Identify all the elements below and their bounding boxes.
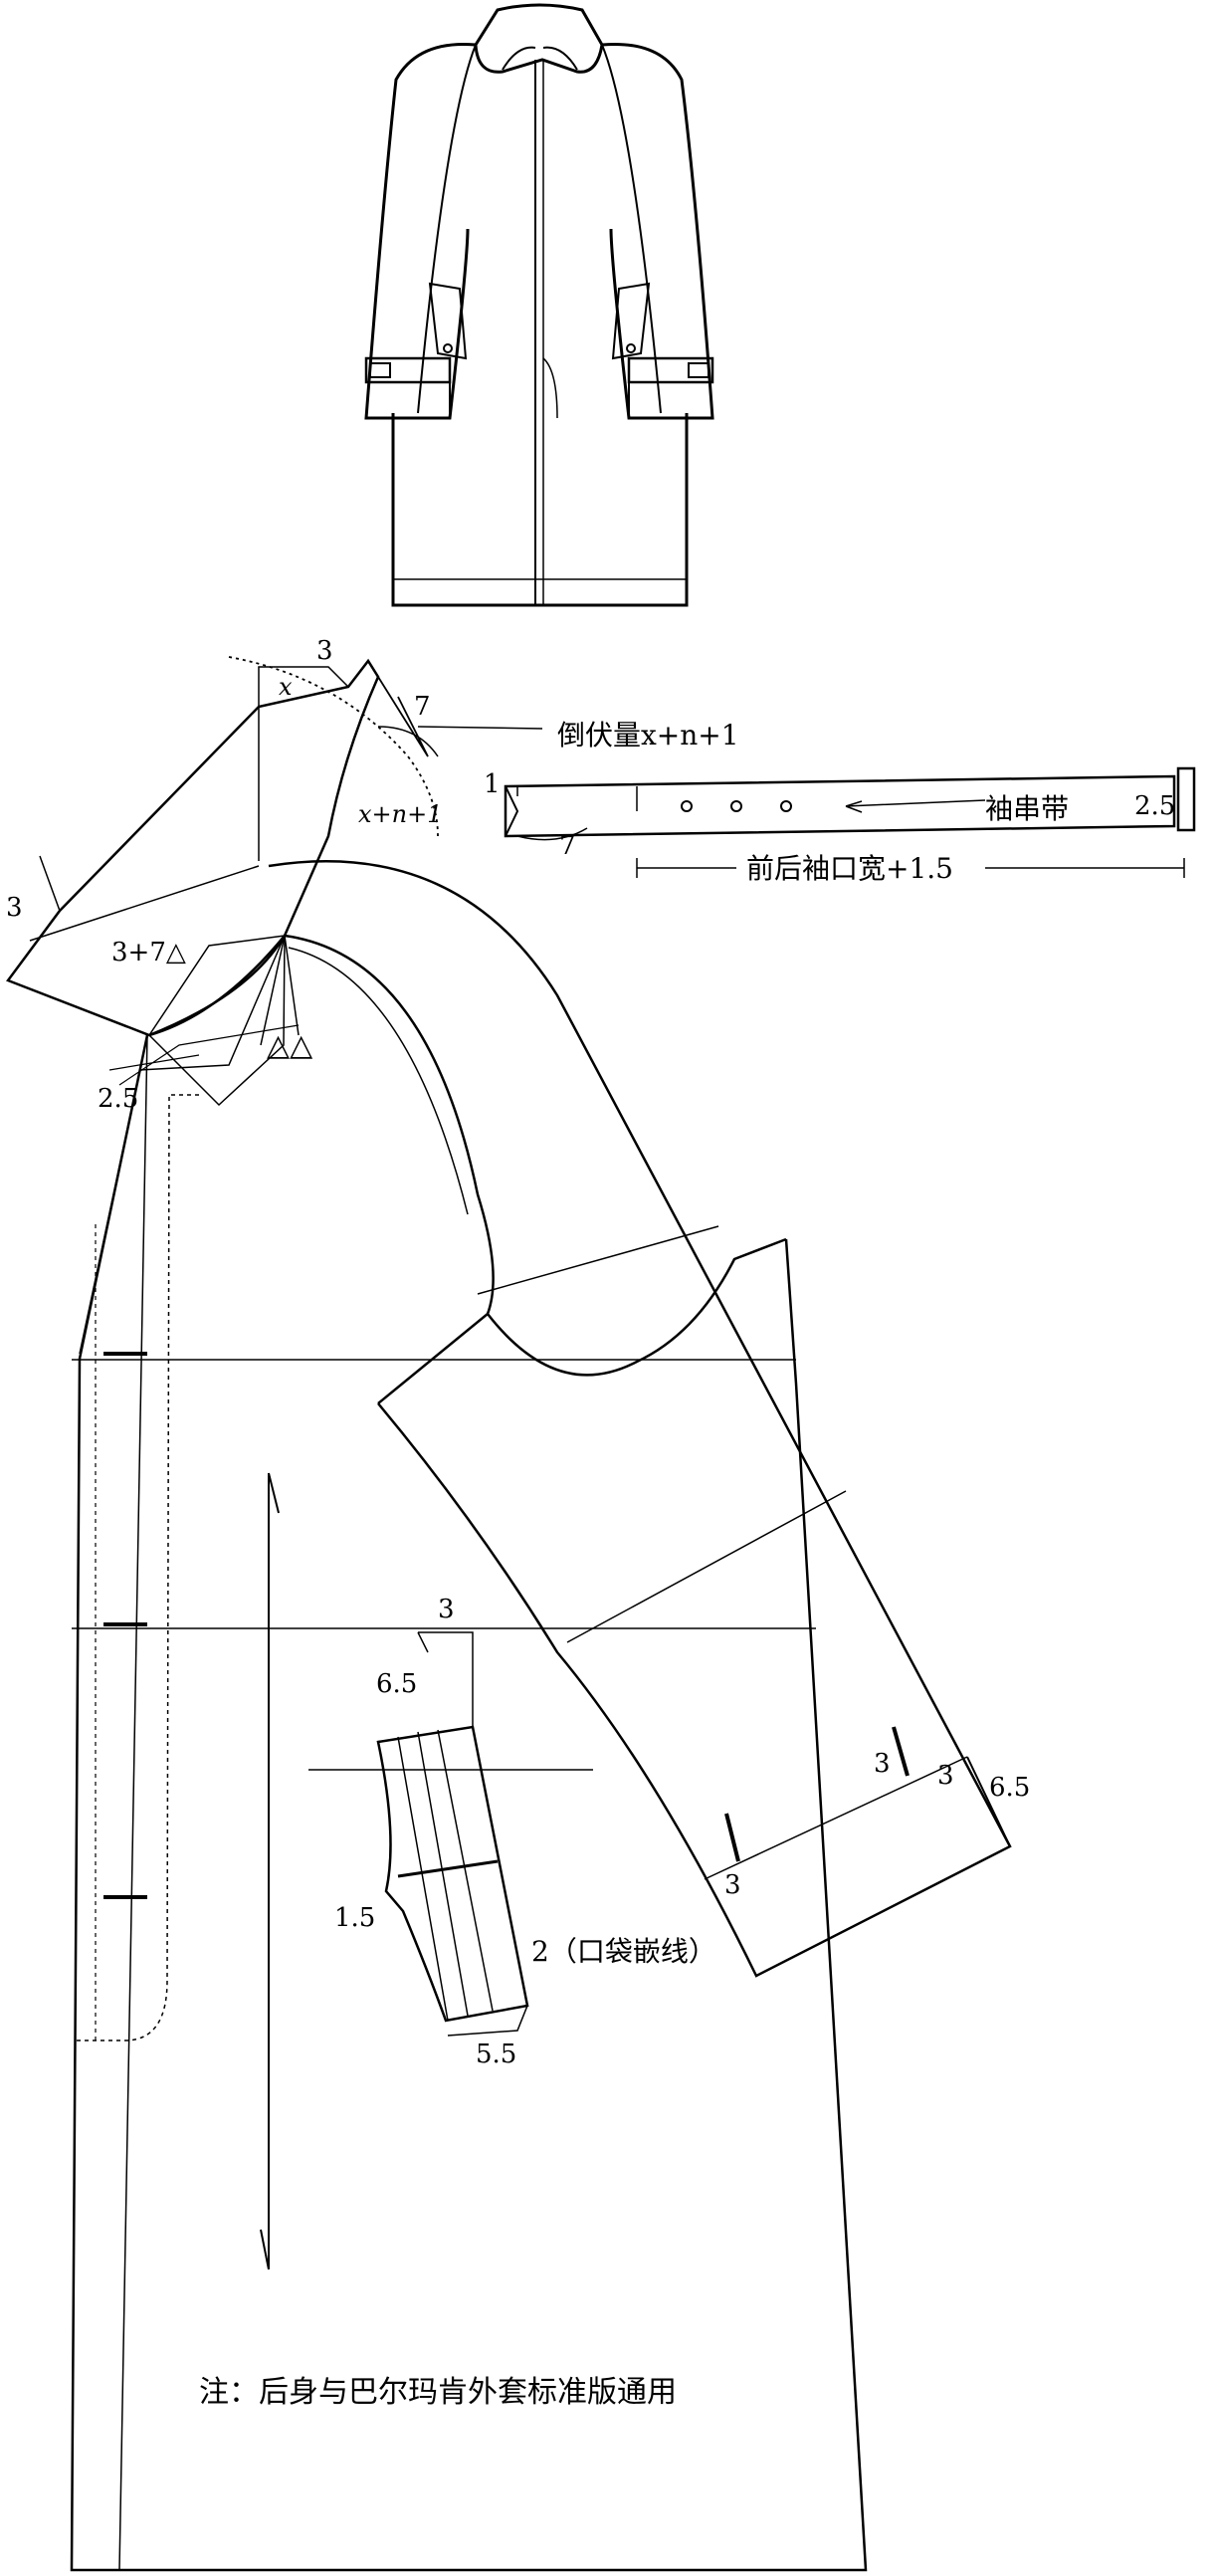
label-cuff-3c: 3 [724,1870,741,1900]
label-tab-1: 1 [484,769,501,799]
label-collar-xn1: x+n+1 [358,800,442,828]
pattern-labels: 3 x 7 倒伏量x+n+1 x+n+1 3 3+7△ △△ 2.5 1 7 袖… [6,636,1175,2410]
label-left-3: 3 [6,893,23,923]
label-collar-top-3: 3 [316,636,333,666]
label-tab-7: 7 [559,831,576,861]
pocket-pattern [376,1631,529,2037]
label-cuff-3b: 3 [937,1761,954,1791]
note-text: 注：后身与巴尔玛肯外套标准版通用 [199,2375,677,2410]
sleeve-pattern [268,860,1012,1978]
label-roll-amount: 倒伏量x+n+1 [557,719,739,751]
label-cuff-3a: 3 [874,1749,891,1779]
label-tab-length: 前后袖口宽+1.5 [746,852,953,885]
label-neck-3p7: 3+7△ [111,938,186,967]
front-pattern [70,934,868,2572]
label-tab-25: 2.5 [1134,791,1175,821]
label-collar-7: 7 [414,692,431,722]
coat-illustration [364,3,714,607]
label-lapel-25: 2.5 [98,1084,138,1114]
label-pocket-2: 2（口袋嵌线） [531,1935,716,1968]
sleeve-tab [504,766,1196,878]
label-pocket-3: 3 [438,1595,455,1624]
collar-pattern [6,656,543,1107]
label-tab-name: 袖串带 [985,792,1069,825]
label-collar-x: x [279,673,293,701]
label-pocket-55: 5.5 [476,2039,516,2069]
label-pocket-65: 6.5 [376,1669,417,1699]
label-neck-tri: △△ [267,1028,312,1063]
label-pocket-15: 1.5 [334,1903,375,1933]
label-cuff-65: 6.5 [989,1773,1030,1803]
